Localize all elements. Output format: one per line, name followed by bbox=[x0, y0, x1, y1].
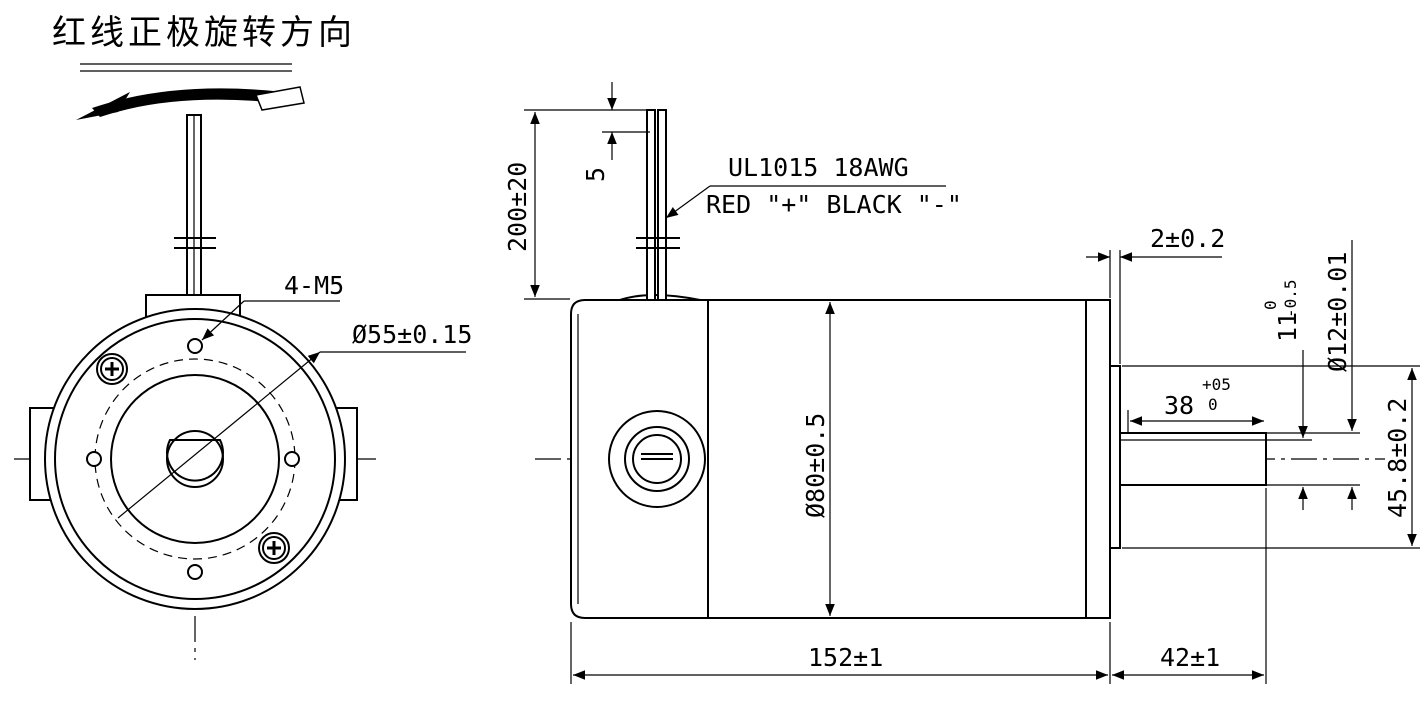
flange-thickness: 2±0.2 bbox=[1150, 224, 1225, 253]
wire-spec: UL1015 18AWG bbox=[728, 153, 909, 182]
shaft-extension-lines bbox=[1266, 432, 1360, 486]
flat-length: 38 bbox=[1164, 391, 1194, 420]
flat-length-tol-upper: +05 bbox=[1202, 375, 1231, 394]
wire-spec-leader bbox=[665, 185, 946, 219]
hole-callout: 4-M5 bbox=[284, 271, 344, 300]
pcd-callout: Ø55±0.15 bbox=[352, 320, 472, 349]
flange-thickness-dim bbox=[1086, 250, 1222, 364]
shaft-diameter: Ø12±0.01 bbox=[1323, 252, 1352, 372]
flat-depth-tol-lower: -0.5 bbox=[1281, 279, 1300, 318]
front-view bbox=[14, 114, 378, 660]
flat-length-dim bbox=[1127, 410, 1264, 432]
lead-strip: 5 bbox=[581, 167, 610, 182]
wire-colors: RED "+" BLACK "-" bbox=[706, 190, 962, 219]
body-diameter: Ø80±0.5 bbox=[801, 413, 830, 518]
flat-depth: 11 bbox=[1273, 312, 1302, 342]
shaft-length-dim bbox=[1112, 488, 1267, 684]
pilot-diameter-dim bbox=[1122, 365, 1420, 549]
side-view bbox=[535, 109, 1385, 619]
hole-callout-leader bbox=[201, 300, 340, 341]
body-length: 152±1 bbox=[808, 643, 883, 672]
pcd-callout-leader bbox=[117, 351, 466, 519]
body-length-dim bbox=[570, 622, 1111, 684]
lead-length: 200±20 bbox=[503, 162, 532, 252]
lead-length-dim bbox=[524, 109, 646, 300]
pilot-diameter: 45.8±0.2 bbox=[1383, 398, 1412, 518]
rotation-title: 红线正极旋转方向 bbox=[52, 13, 356, 53]
shaft-length: 42±1 bbox=[1160, 643, 1220, 672]
lead-strip-dim bbox=[602, 82, 650, 160]
flat-depth-tol-upper: 0 bbox=[1261, 300, 1280, 310]
rotation-direction-arrow bbox=[76, 86, 305, 120]
flat-length-tol-lower: 0 bbox=[1208, 395, 1218, 414]
